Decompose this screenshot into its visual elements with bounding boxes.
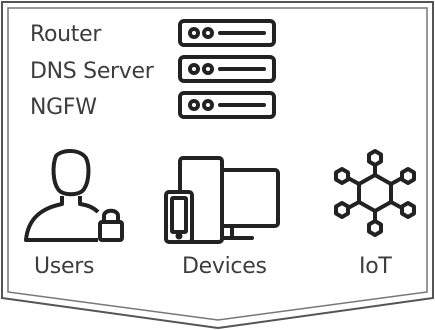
user-lock-icon bbox=[24, 149, 124, 242]
devices-icon bbox=[164, 156, 280, 244]
iot-network-icon bbox=[334, 149, 416, 237]
devices-label: Devices bbox=[182, 254, 267, 279]
users-label: Users bbox=[34, 254, 95, 279]
dns-server-label: DNS Server bbox=[30, 59, 154, 84]
iot-label: IoT bbox=[359, 254, 392, 279]
server-rack-icon bbox=[178, 19, 276, 119]
ngfw-label: NGFW bbox=[30, 95, 97, 120]
router-label: Router bbox=[30, 22, 102, 47]
